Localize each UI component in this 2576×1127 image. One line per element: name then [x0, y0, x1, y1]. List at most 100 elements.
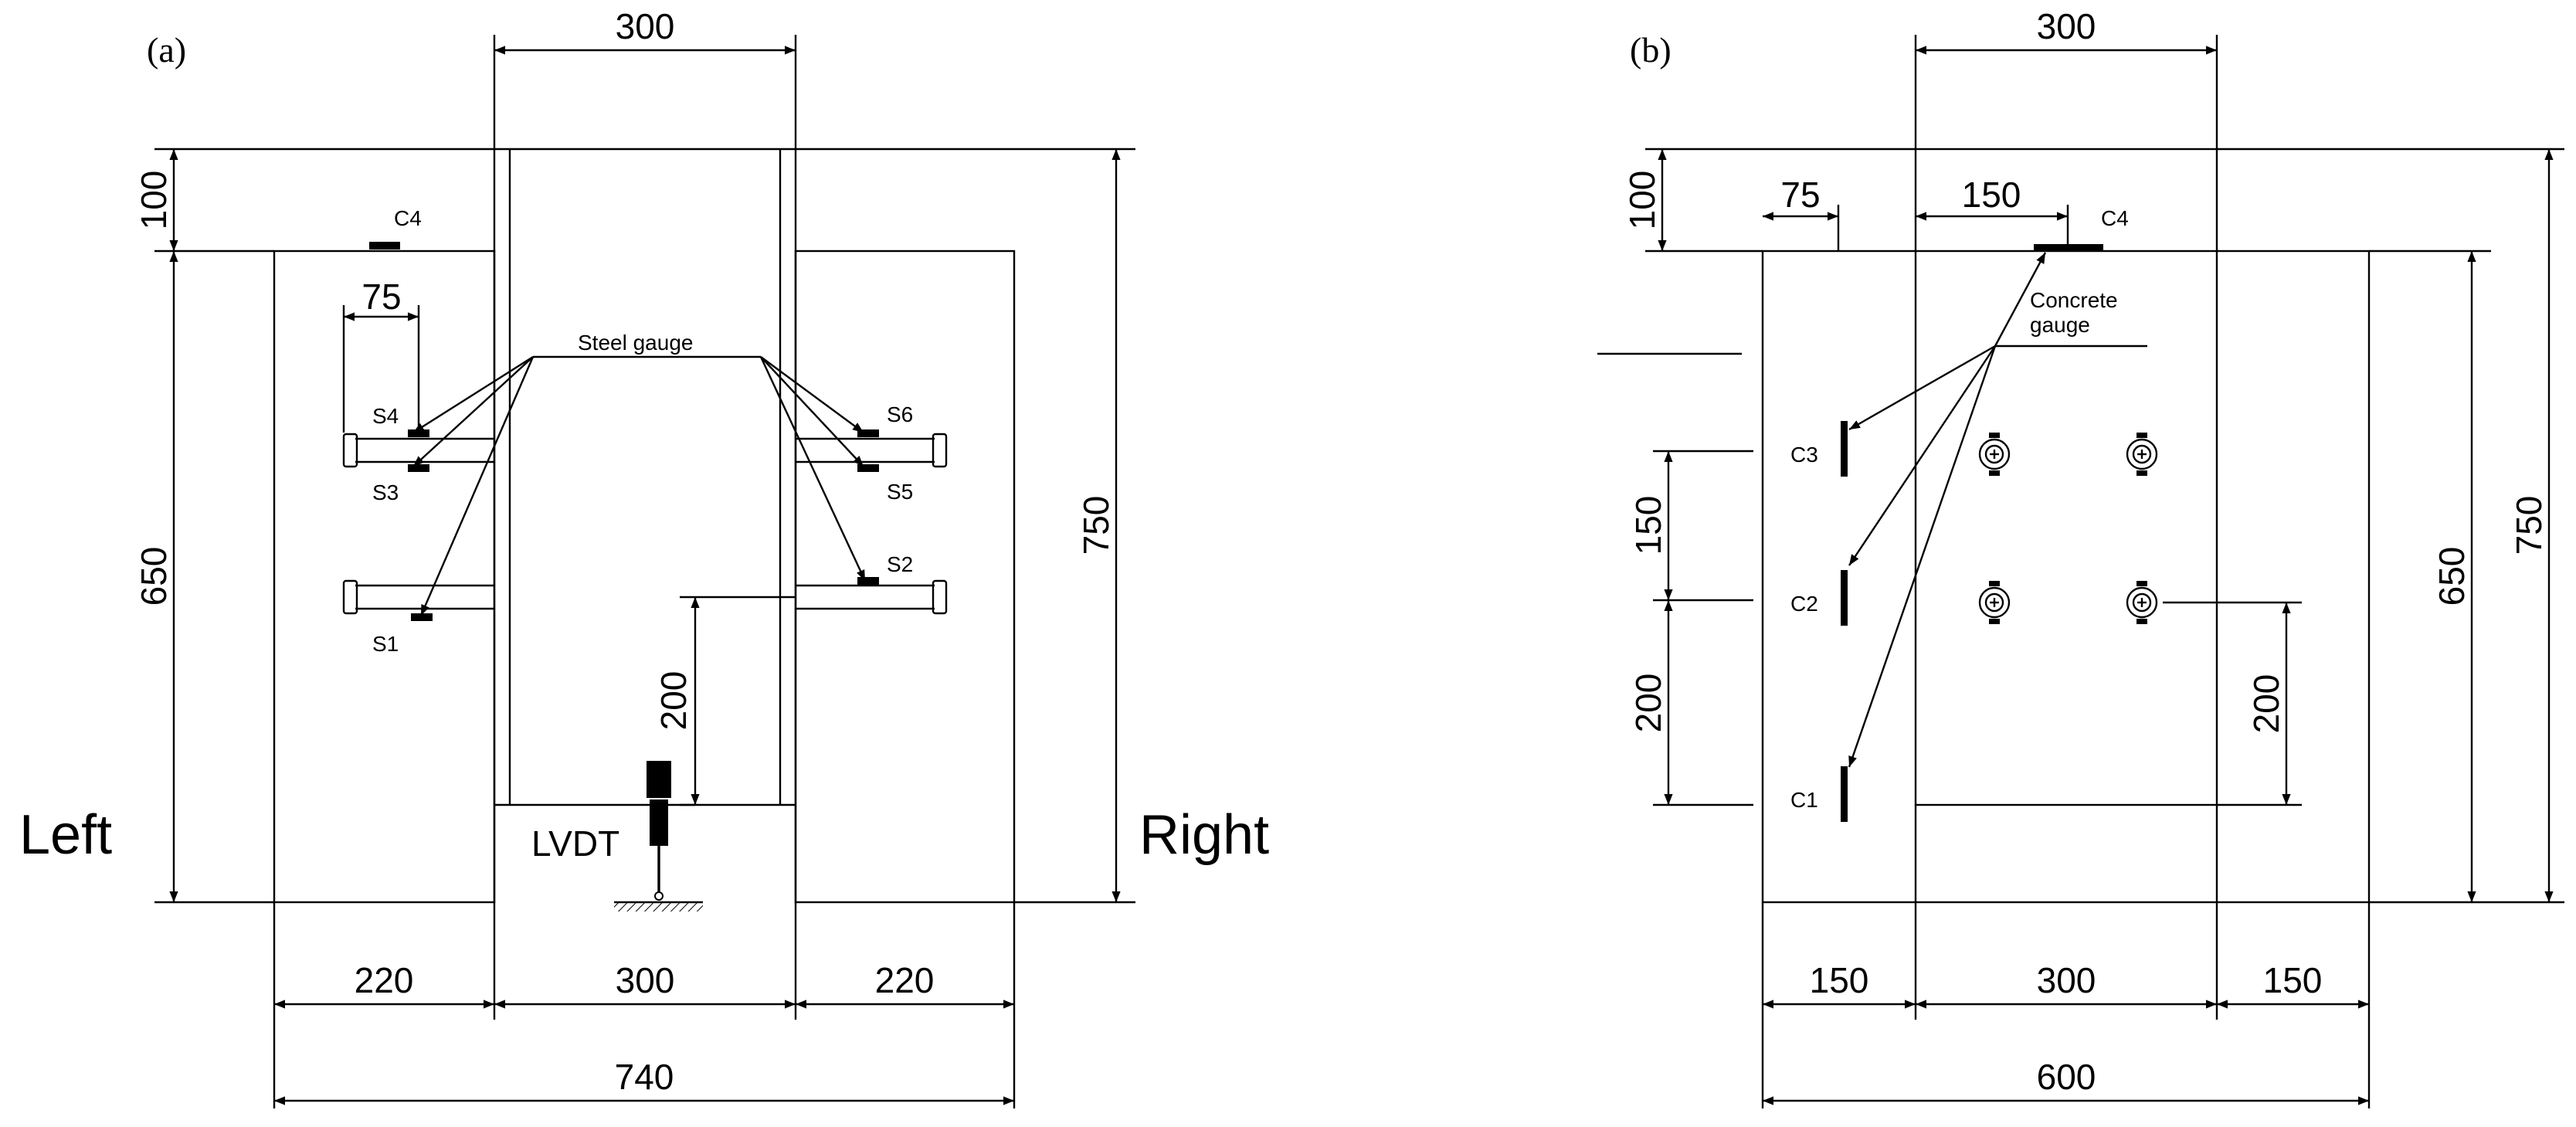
stud-gauge-top	[2136, 433, 2147, 438]
label-lvdt: LVDT	[531, 823, 619, 864]
stud-gauge-top	[1989, 433, 2000, 438]
dim-text-150-top: 150	[1962, 175, 2021, 215]
concrete-gauge-leaders	[1848, 252, 2147, 768]
dim-text-750-b: 750	[2509, 496, 2549, 555]
label-s2: S2	[887, 552, 913, 576]
dim-text-200-right: 200	[2246, 674, 2286, 734]
gauge-c1	[1841, 766, 1848, 822]
stud-outer	[1978, 586, 2011, 619]
stud-outer	[2126, 586, 2158, 619]
label-s6: S6	[887, 402, 913, 426]
panel-b-dimensions: 300 100 75 150 150 200	[1622, 6, 2564, 1108]
dim-text-220-right: 220	[875, 960, 935, 1000]
gauge-s2	[857, 577, 879, 585]
right-block	[794, 250, 1016, 904]
dim-text-200-left: 200	[1628, 674, 1668, 733]
leader-s1	[419, 356, 535, 616]
leader-c4	[1994, 252, 2047, 347]
stud-outer	[1978, 438, 2011, 470]
label-concrete: Concrete	[2030, 288, 2118, 312]
stud-3	[1978, 581, 2011, 624]
dim-text-100: 100	[134, 171, 174, 230]
panel-b-studs	[1978, 433, 2158, 624]
stud-head	[932, 579, 948, 615]
panel-b-specimen	[1761, 148, 2371, 904]
dim-text-150-bottom-right: 150	[2263, 960, 2323, 1000]
leader-s3	[412, 356, 534, 467]
leader-s2	[759, 356, 867, 582]
gauge-c3	[1841, 421, 1848, 477]
stud-inner	[2132, 444, 2152, 464]
dim-text-top-300: 300	[616, 6, 675, 46]
stud-head	[342, 579, 358, 615]
panel-b: (b)	[1597, 6, 2564, 1108]
label-steel-gauge: Steel gauge	[578, 331, 693, 355]
stud-gauge-bottom	[2136, 619, 2147, 624]
gauge-c2	[1841, 570, 1848, 626]
leader-s4	[412, 355, 534, 434]
dim-text-top-300-b: 300	[2037, 6, 2096, 46]
gauge-s4	[408, 429, 429, 437]
dim-text-75-b: 75	[1780, 175, 1820, 215]
gauge-c4	[2034, 244, 2103, 251]
dim-text-220-left: 220	[355, 960, 414, 1000]
stud-gauge-top	[1989, 581, 2000, 586]
panel-a-studs	[342, 433, 948, 615]
label-c1: C1	[1790, 788, 1818, 812]
dim-text-300-bottom: 300	[616, 960, 675, 1000]
gauge-c4	[369, 242, 400, 250]
dim-text-150-left: 150	[1628, 496, 1668, 555]
lvdt-body	[647, 761, 671, 798]
left-block	[273, 250, 496, 904]
stud-outer	[2126, 438, 2158, 470]
label-gauge: gauge	[2030, 313, 2090, 337]
label-left: Left	[19, 804, 112, 866]
panel-b-gauges	[1841, 244, 2103, 822]
leader-c1	[1848, 345, 1997, 768]
label-s3: S3	[372, 480, 399, 504]
steel-gauge-leaders	[412, 355, 867, 616]
panel-a-gauges	[369, 242, 879, 621]
leader-c2	[1848, 345, 1996, 566]
gauge-s3	[408, 464, 429, 472]
lvdt-barrel	[650, 799, 668, 846]
stud-head	[932, 433, 948, 468]
stud-4	[2126, 581, 2158, 624]
leader-s6	[760, 356, 864, 433]
label-c2: C2	[1790, 592, 1818, 616]
steel-column-footprint	[1914, 148, 2218, 806]
stud-inner	[1984, 444, 2004, 464]
dim-text-650: 650	[134, 547, 174, 606]
panel-a: (a)	[19, 6, 1269, 1108]
panel-a-label: (a)	[147, 30, 186, 70]
dim-text-100-b: 100	[1622, 171, 1662, 230]
label-right: Right	[1139, 804, 1269, 866]
stud-inner	[1984, 592, 2004, 613]
leader-c3	[1848, 345, 1996, 431]
stud-head	[342, 433, 358, 468]
dim-text-650-b: 650	[2432, 547, 2472, 606]
dim-text-740: 740	[615, 1057, 674, 1097]
label-s1: S1	[372, 632, 399, 656]
gauge-s1	[411, 613, 433, 621]
stud-gauge-top	[2136, 581, 2147, 586]
dim-text-750: 750	[1076, 496, 1116, 555]
stud-gauge-bottom	[2136, 470, 2147, 476]
stud-2	[2126, 433, 2158, 476]
stud-gauge-bottom	[1989, 470, 2000, 476]
label-c4-b: C4	[2101, 206, 2129, 230]
dim-text-300-bottom-b: 300	[2037, 960, 2096, 1000]
panel-b-label: (b)	[1630, 30, 1672, 70]
dim-text-75: 75	[361, 277, 401, 317]
leader-s5	[760, 356, 864, 467]
panel-a-dimensions: 300 100 650 750 75 200	[134, 6, 1135, 1108]
stud-1	[1978, 433, 2011, 476]
label-s5: S5	[887, 480, 913, 504]
gauge-s5	[857, 464, 879, 472]
lvdt-sensor	[614, 761, 703, 911]
dim-text-200: 200	[653, 671, 694, 731]
dim-text-150-bottom-left: 150	[1810, 960, 1869, 1000]
gauge-s6	[857, 429, 879, 437]
